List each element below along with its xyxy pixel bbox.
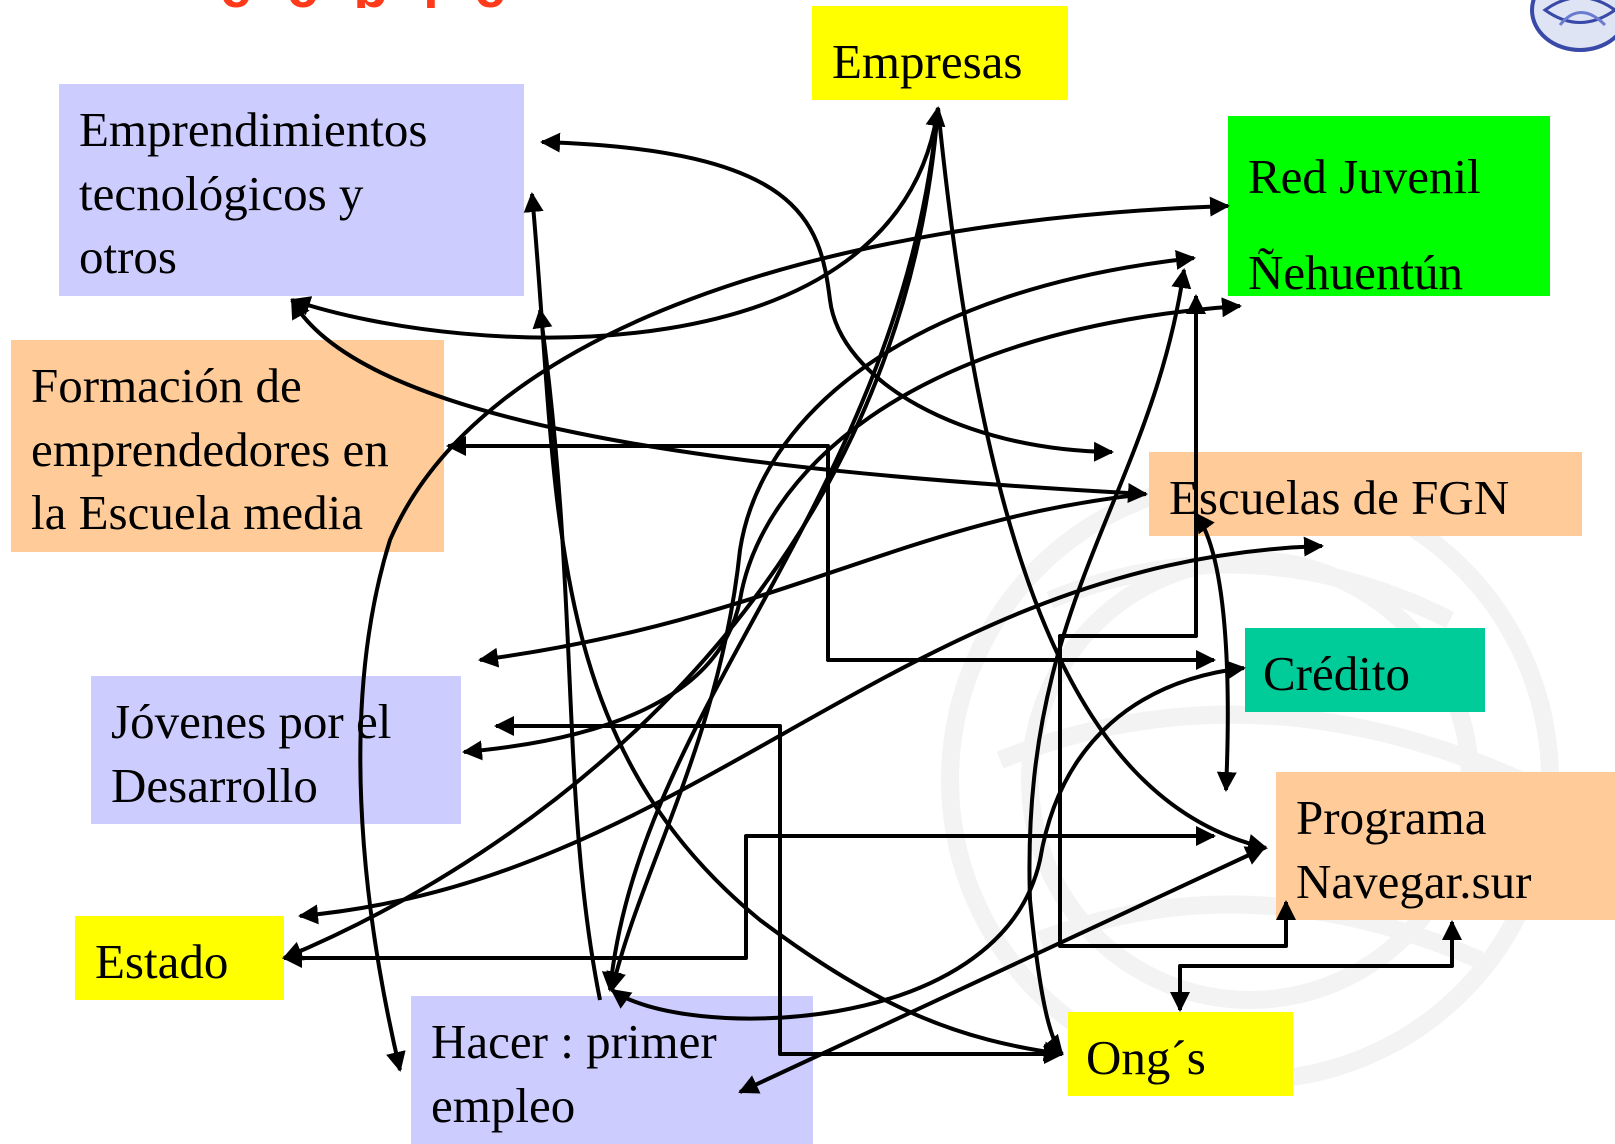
node-hacer-line-2: empleo: [431, 1077, 576, 1133]
logo-emblem: [1530, 0, 1615, 52]
node-emprendimientos-line-2: tecnológicos y: [79, 165, 364, 221]
arrow-red-jovenes: [462, 297, 1242, 761]
node-credito: Crédito: [1245, 628, 1485, 712]
node-empresas-line-1: Empresas: [832, 34, 1023, 89]
node-emprendimientos-line-1: Emprendimientos: [79, 102, 428, 157]
node-programa-line-2: Navegar.sur: [1296, 853, 1532, 909]
arrow-red-hacer: [358, 196, 1230, 1072]
arrow-red-ongs: [1027, 268, 1192, 1056]
node-estado: Estado: [75, 916, 284, 1000]
node-hacer: Hacer : primer empleo: [411, 996, 813, 1144]
arrow-escuelas-jovenes: [478, 492, 1147, 668]
node-formacion-line-2: emprendedores en: [31, 421, 389, 477]
arrow-estado-credito: [282, 826, 1216, 968]
slide-title-fragment: e c p j e: [220, 0, 1300, 8]
node-escuelas-fgn-line-1: Escuelas de FGN: [1169, 470, 1510, 525]
node-red-juvenil-line-1: Red Juvenil: [1248, 149, 1481, 204]
node-escuelas-fgn: Escuelas de FGN: [1149, 452, 1582, 536]
node-empresas: Empresas: [812, 6, 1068, 100]
node-formacion: Formación de emprendedores en la Escuela…: [11, 340, 444, 552]
arrow-formacion-credito: [446, 436, 1216, 670]
arrow-emprendimientos-escuelas: [540, 132, 1114, 462]
arrow-programa-ongs: [1170, 920, 1462, 1012]
node-red-juvenil-line-2: Ñehuentún: [1248, 244, 1463, 300]
arrow-escuelas-credito: [1058, 294, 1296, 948]
node-jovenes-line-2: Desarrollo: [111, 757, 318, 813]
node-programa: Programa Navegar.sur: [1276, 772, 1615, 920]
arrow-red-hacer-2: [606, 250, 1196, 992]
node-hacer-line-1: Hacer : primer: [431, 1014, 717, 1069]
node-jovenes: Jóvenes por el Desarrollo: [91, 676, 461, 824]
arrow-emprendimientos-hacer: [532, 308, 602, 1001]
node-ongs: Ong´s: [1068, 1012, 1293, 1096]
node-estado-line-1: Estado: [95, 934, 229, 989]
arrow-escuelas-programa: [1194, 512, 1237, 792]
node-credito-line-1: Crédito: [1263, 646, 1410, 701]
arrow-emprendimientos-ongs: [523, 192, 1064, 1062]
node-ongs-line-1: Ong´s: [1086, 1030, 1206, 1085]
arrow-hacer-credito: [610, 660, 1246, 1021]
node-formacion-line-3: la Escuela media: [31, 485, 363, 541]
node-programa-line-1: Programa: [1296, 790, 1487, 845]
node-red-juvenil: Red Juvenil Ñehuentún: [1228, 116, 1550, 300]
node-emprendimientos: Emprendimientos tecnológicos y otros: [59, 84, 524, 296]
node-jovenes-line-1: Jóvenes por el: [111, 694, 392, 749]
arrow-empresas-hacer: [601, 107, 940, 992]
node-emprendimientos-line-3: otros: [79, 229, 177, 285]
node-formacion-line-1: Formación de: [31, 358, 302, 413]
